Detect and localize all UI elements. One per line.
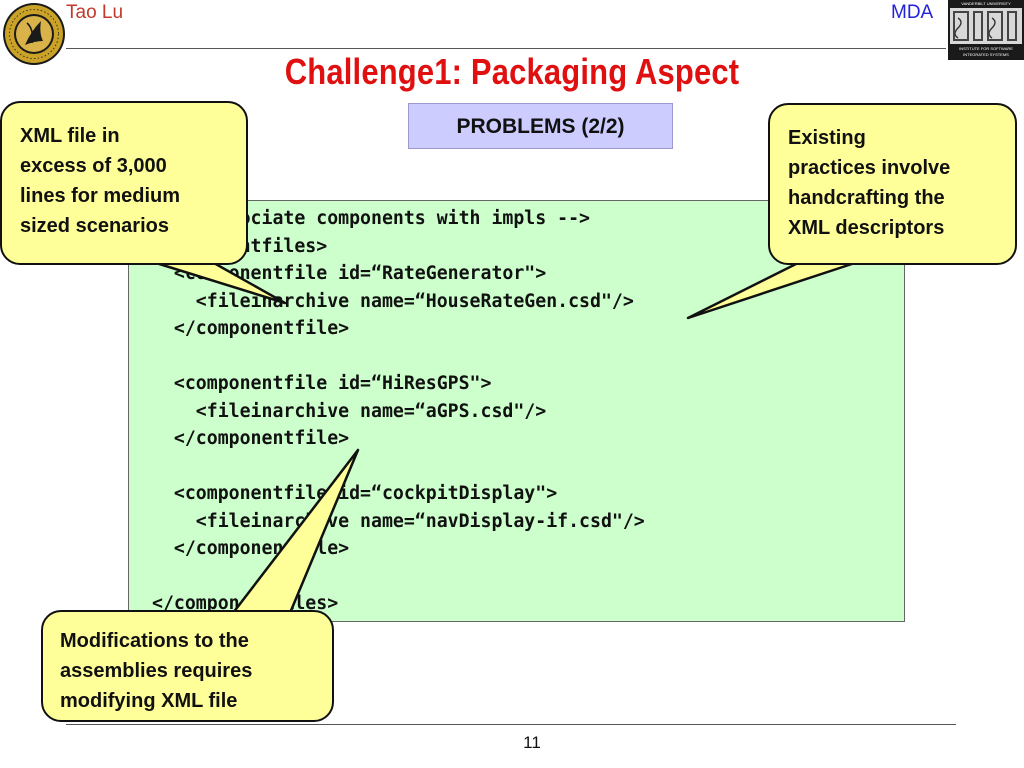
header-author: Tao Lu (66, 2, 124, 23)
university-seal-logo (3, 3, 65, 65)
code-line: <componentfile id=“cockpitDisplay"> (152, 483, 558, 504)
code-line: </componentfile> (152, 428, 350, 449)
header-divider (66, 48, 946, 49)
code-line (152, 563, 645, 591)
footer-divider (66, 724, 956, 725)
callout-line: sized scenarios (20, 215, 169, 237)
callout-line: handcrafting the (788, 187, 945, 209)
code-line (152, 453, 645, 481)
code-line: <fileinarchive name=“navDisplay-if.csd"/… (152, 510, 645, 532)
code-line: </componentfile> (152, 318, 350, 339)
header-topic: MDA (891, 2, 934, 23)
callout-line: modifying XML file (60, 690, 238, 712)
callout-line: lines for medium (20, 185, 181, 207)
callout-line: XML file in (20, 125, 120, 147)
callout-xml-size: XML file in excess of 3,000 lines for me… (0, 101, 248, 265)
callout-line: excess of 3,000 (20, 155, 167, 177)
isis-bottom-text: INSTITUTE FOR SOFTWARE INTEGRATED SYSTEM… (959, 46, 1013, 57)
callout-line: practices involve (788, 157, 951, 179)
problems-label: PROBLEMS (2/2) (408, 103, 673, 149)
isis-top-text: VANDERBILT UNIVERSITY (961, 1, 1011, 6)
callout-line: XML descriptors (788, 217, 945, 239)
code-line: <componentfile id=“HiResGPS"> (152, 373, 492, 394)
page-number: 11 (523, 733, 541, 752)
slide-title: Challenge1: Packaging Aspect (284, 51, 740, 92)
code-line: <fileinarchive name=“HouseRateGen.csd"/> (152, 290, 634, 312)
callout-line: Modifications to the (60, 630, 249, 652)
code-line: </componentfile> (152, 538, 350, 559)
callout-line: Existing (788, 127, 866, 149)
callout-line: assemblies requires (60, 660, 253, 682)
isis-institute-logo: VANDERBILT UNIVERSITY INSTITUTE FOR SOFT… (948, 0, 1024, 60)
callout-handcraft: Existing practices involve handcrafting … (768, 103, 1017, 265)
code-line (152, 343, 645, 371)
code-listing: <!-- Associate components with impls -->… (152, 205, 645, 618)
callout-modify: Modifications to the assemblies requires… (41, 610, 334, 722)
code-line: <fileinarchive name=“aGPS.csd"/> (152, 400, 547, 422)
